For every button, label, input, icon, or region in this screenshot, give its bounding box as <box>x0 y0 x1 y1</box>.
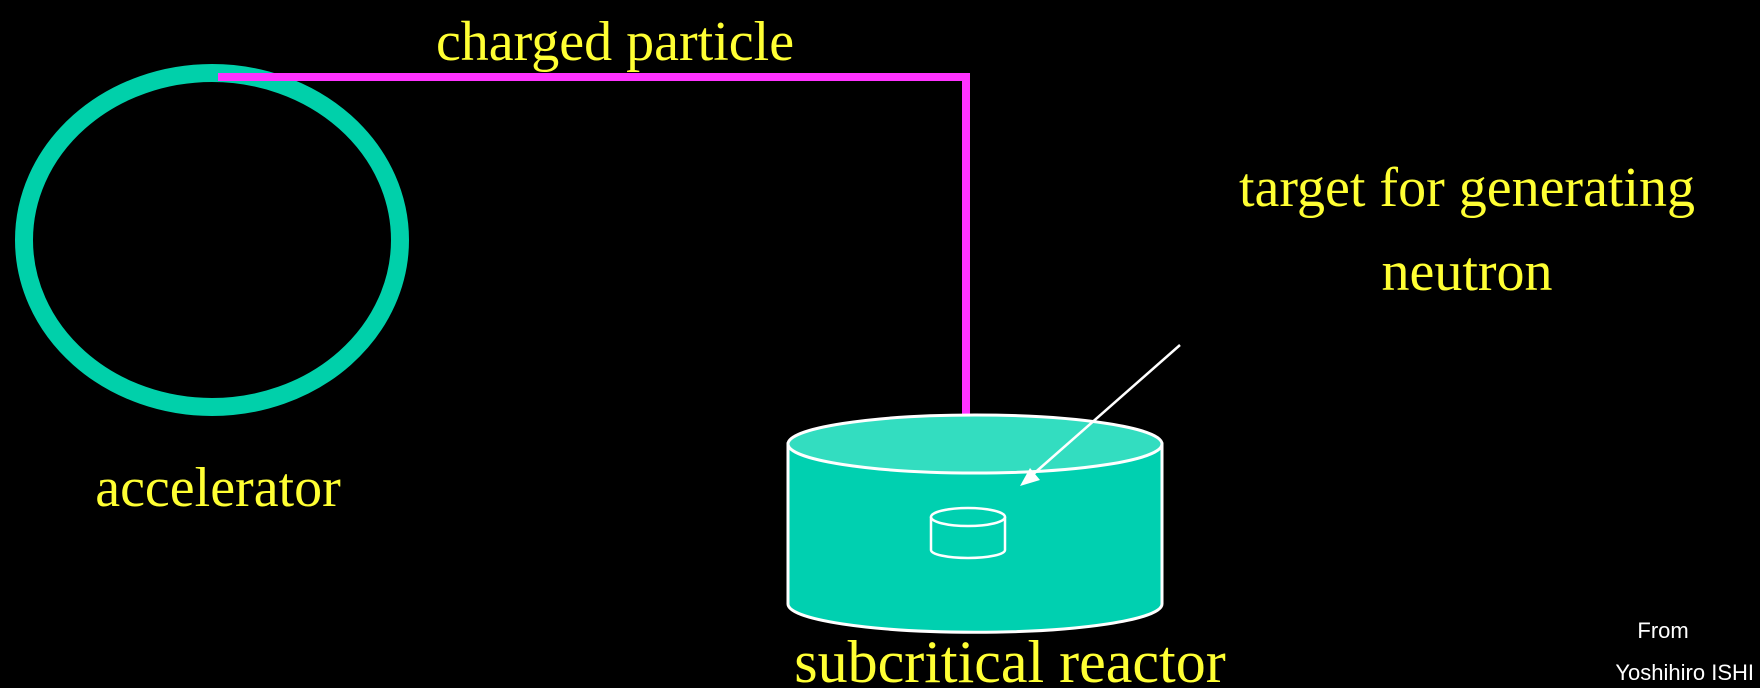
credit-line1: From <box>1637 618 1688 643</box>
target-pointer-line <box>1029 344 1181 478</box>
reactor-body <box>786 442 1164 634</box>
charged-particle-beam-path <box>218 73 970 478</box>
accelerator-label: accelerator <box>95 457 341 519</box>
neutron-target-body <box>929 517 1007 560</box>
target-pointer-arrowhead <box>1020 468 1040 486</box>
reactor-top <box>786 413 1164 475</box>
subcritical-reactor-label: subcritical reactor <box>794 629 1225 688</box>
neutron-target-top <box>929 506 1007 528</box>
target-label-line2: neutron <box>1381 241 1552 303</box>
charged-particle-label: charged particle <box>436 11 794 73</box>
accelerator-ring <box>15 64 409 416</box>
credit-line2: Yoshihiro ISHI <box>1615 660 1754 685</box>
target-label-line1: target for generating <box>1239 157 1695 219</box>
